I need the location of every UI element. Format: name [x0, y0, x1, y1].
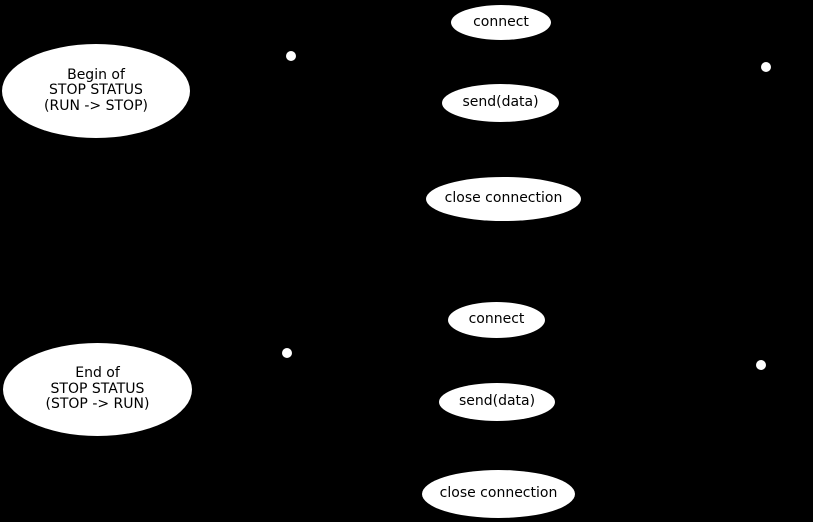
- action-node-close-connection: close connection: [422, 470, 575, 518]
- state-label-line: STOP STATUS: [50, 380, 145, 397]
- state-node-end-stop-status: End of STOP STATUS (STOP -> RUN): [3, 343, 192, 436]
- point-node: [286, 51, 296, 61]
- point-node: [282, 348, 292, 358]
- action-node-close-connection: close connection: [426, 177, 581, 221]
- state-label-line: End of: [75, 365, 120, 382]
- point-node: [761, 62, 771, 72]
- action-label: close connection: [444, 190, 563, 207]
- action-label: send(data): [462, 94, 539, 111]
- action-label: connect: [468, 311, 525, 328]
- state-label-line: Begin of: [67, 66, 125, 83]
- action-label: send(data): [458, 393, 536, 410]
- state-label-line: (RUN -> STOP): [44, 97, 148, 114]
- state-node-begin-stop-status: Begin of STOP STATUS (RUN -> STOP): [2, 44, 190, 138]
- action-label: connect: [473, 13, 529, 30]
- action-node-send-data: send(data): [439, 383, 555, 421]
- state-label-line: STOP STATUS: [49, 82, 143, 99]
- point-node: [756, 360, 766, 370]
- action-node-send-data: send(data): [442, 84, 559, 122]
- action-node-connect: connect: [448, 302, 545, 338]
- action-label: close connection: [439, 485, 558, 502]
- action-node-connect: connect: [451, 5, 551, 40]
- state-label-line: (STOP -> RUN): [45, 396, 150, 413]
